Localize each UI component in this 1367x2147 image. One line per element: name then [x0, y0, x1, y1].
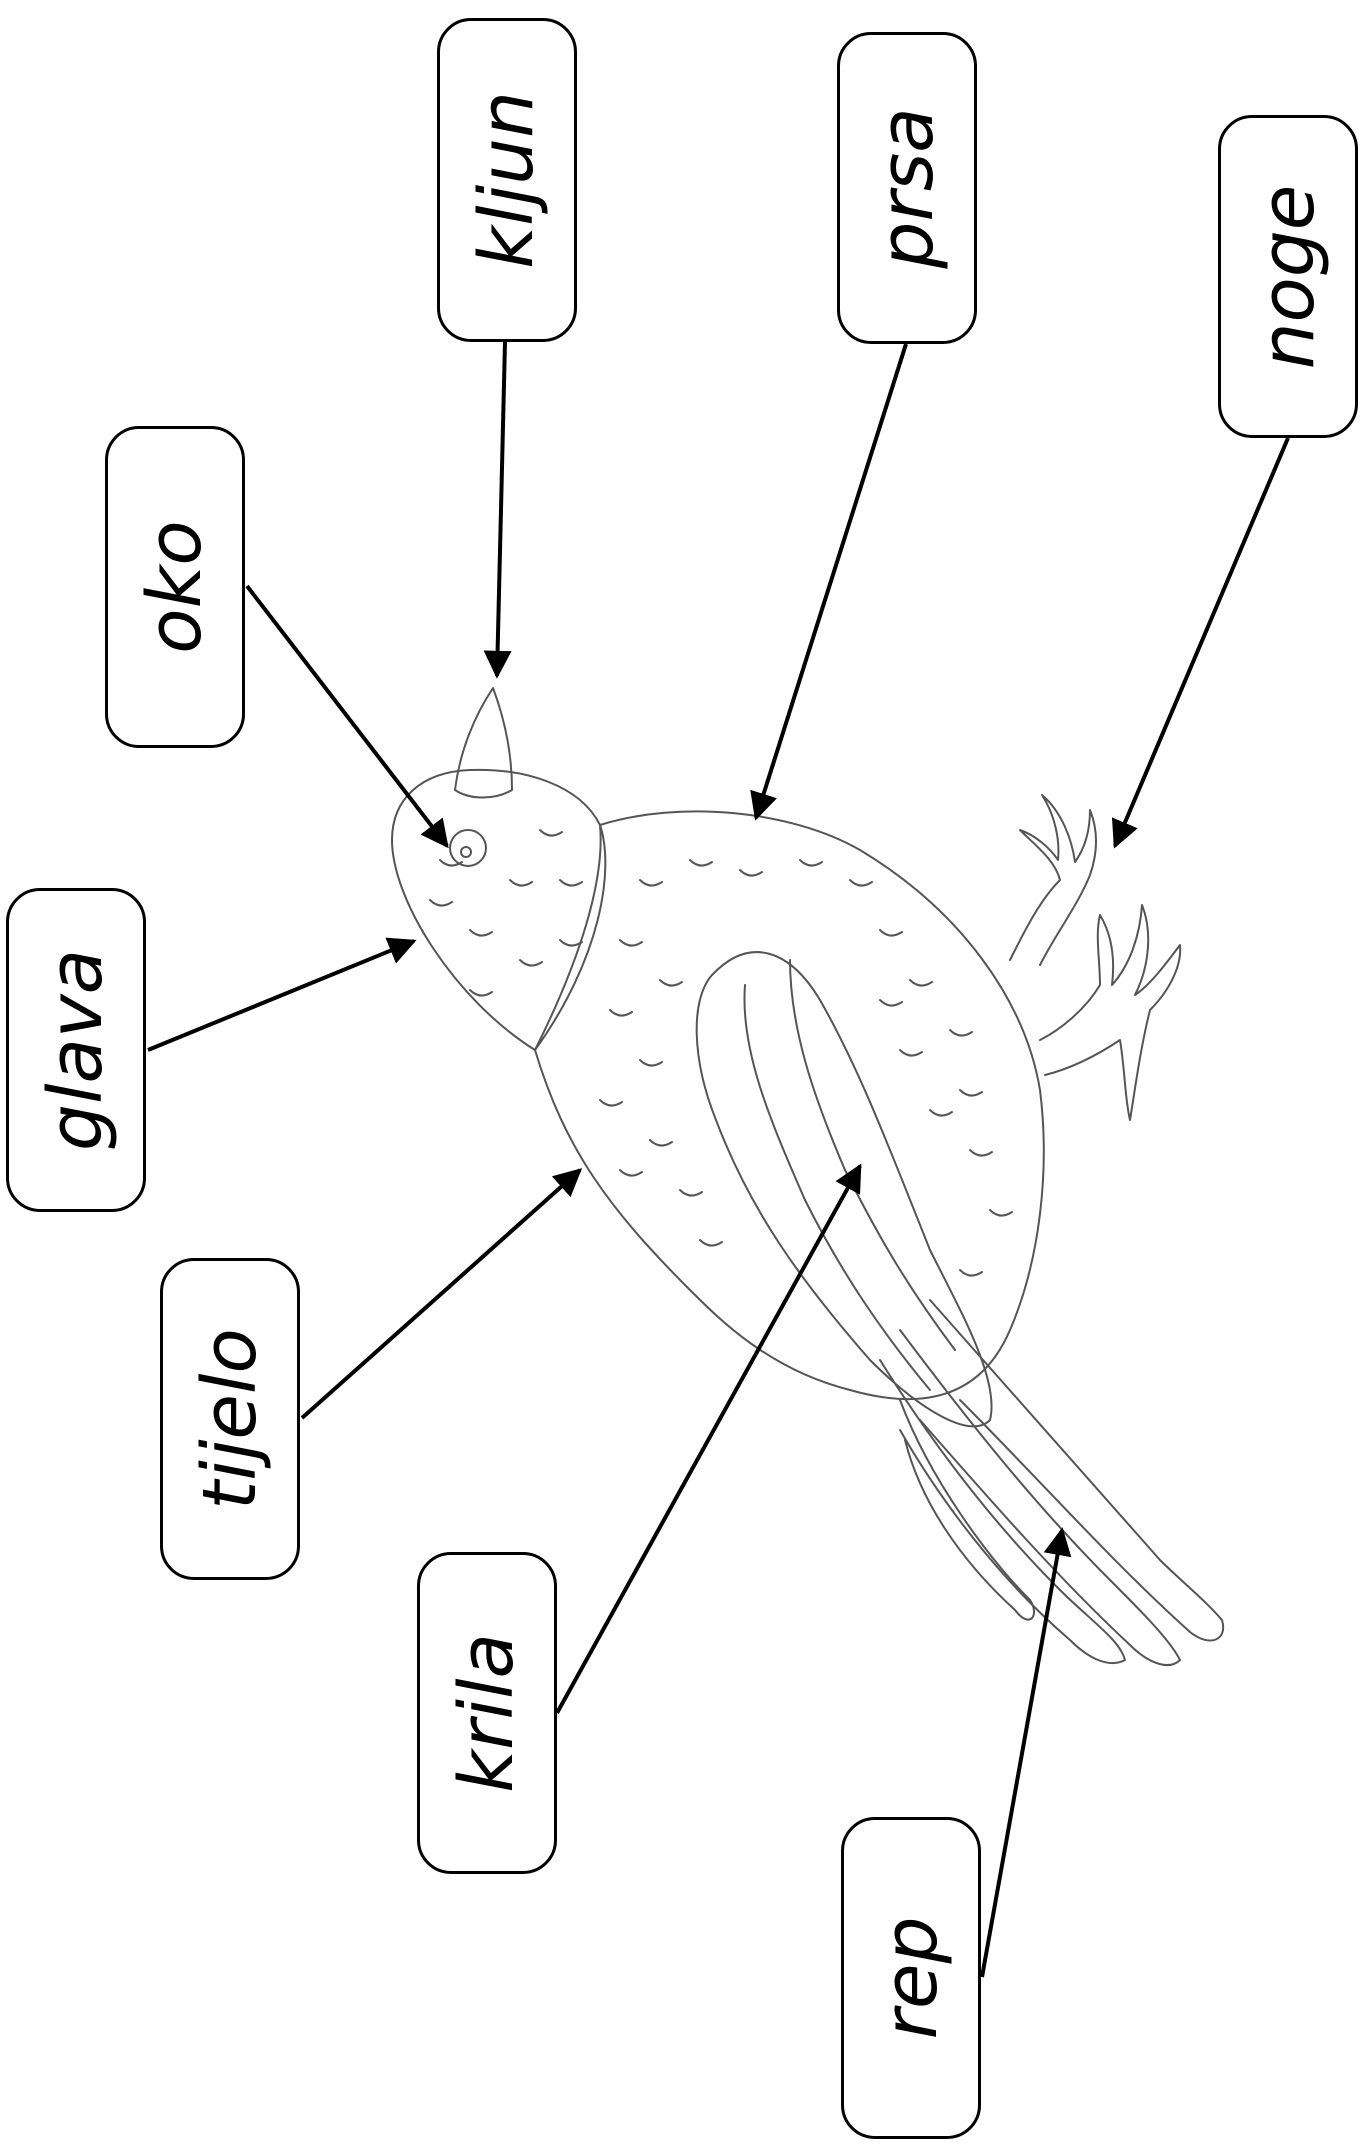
- bird-beak: [455, 688, 512, 798]
- label-krila: krila: [417, 1552, 557, 1874]
- arrow-rep: [982, 1530, 1062, 1977]
- label-tijelo-text: tijelo: [187, 1328, 273, 1510]
- bird-leg-upper: [1010, 795, 1096, 965]
- label-glava-text: glava: [33, 949, 119, 1151]
- bird-wing: [697, 952, 992, 1426]
- arrow-krila: [557, 1166, 860, 1713]
- label-noge-text: noge: [1245, 184, 1331, 369]
- label-tijelo: tijelo: [160, 1258, 300, 1580]
- arrow-tijelo: [302, 1170, 580, 1418]
- label-prsa-text: prsa: [864, 107, 950, 268]
- arrow-noge: [1115, 438, 1288, 846]
- bird-tail: [930, 1300, 1223, 1641]
- arrow-oko: [247, 586, 447, 846]
- label-kljun: kljun: [437, 18, 577, 342]
- label-kljun-text: kljun: [464, 91, 550, 269]
- label-oko-text: oko: [132, 520, 218, 653]
- arrow-glava: [148, 941, 414, 1050]
- label-prsa: prsa: [837, 32, 977, 344]
- label-glava: glava: [6, 888, 146, 1212]
- label-krila-text: krila: [444, 1633, 530, 1793]
- label-noge: noge: [1218, 115, 1358, 438]
- arrow-kljun: [497, 342, 505, 676]
- bird-head: [392, 770, 605, 1050]
- label-oko: oko: [105, 426, 245, 748]
- label-rep: rep: [841, 1817, 981, 2139]
- bird-leg-lower: [1040, 905, 1180, 1120]
- arrow-prsa: [756, 344, 906, 818]
- label-rep-text: rep: [868, 1917, 954, 2040]
